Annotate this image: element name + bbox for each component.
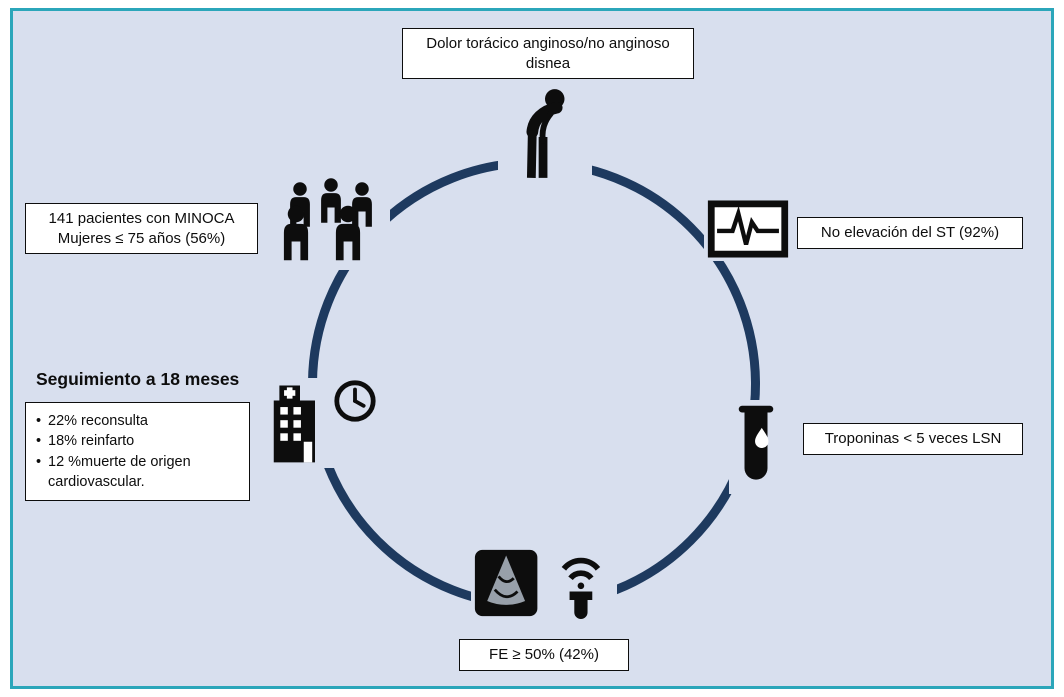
symptom-line1: Dolor torácico anginoso/no anginoso: [426, 35, 670, 52]
minoca-line1: 141 pacientes con MINOCA: [48, 210, 235, 227]
st-elevation-label: No elevación del ST (92%): [820, 224, 1000, 241]
followup-bullet-list: 22% reconsulta 18% reinfarto 12 %muerte …: [34, 411, 243, 492]
ultrasound-probe-icon: [561, 557, 601, 619]
st-elevation-box: No elevación del ST (92%): [797, 217, 1023, 249]
minoca-box: 141 pacientes con MINOCA Mujeres ≤ 75 añ…: [25, 203, 258, 254]
symptom-line2: disnea: [525, 54, 571, 72]
echo-image-icon: [474, 549, 538, 617]
symptom-box: Dolor torácico anginoso/no anginoso disn…: [402, 28, 694, 79]
test-tube-icon: [729, 400, 783, 494]
ecg-monitor-icon: [704, 197, 792, 261]
patient-group-icon: [270, 170, 390, 270]
troponin-box: Troponinas < 5 veces LSN: [803, 423, 1023, 455]
followup-title: Seguimiento a 18 meses: [36, 369, 240, 389]
hospital-icon: [266, 378, 334, 468]
clock-icon: [330, 376, 380, 426]
troponin-label: Troponinas < 5 veces LSN: [824, 430, 1002, 447]
echocardiogram-icon: [471, 541, 617, 625]
chest-pain-patient-icon: [498, 84, 592, 186]
followup-box: 22% reconsulta 18% reinfarto 12 %muerte …: [25, 402, 250, 502]
followup-bullet: 18% reinfarto: [34, 431, 243, 452]
followup-bullet: 12 %muerte de origen cardiovascular.: [34, 452, 243, 493]
ef-box: FE ≥ 50% (42%): [459, 639, 629, 671]
ef-label: FE ≥ 50% (42%): [489, 646, 599, 663]
followup-bullet: 22% reconsulta: [34, 411, 243, 432]
minoca-line2: Mujeres ≤ 75 años (56%): [57, 229, 226, 247]
